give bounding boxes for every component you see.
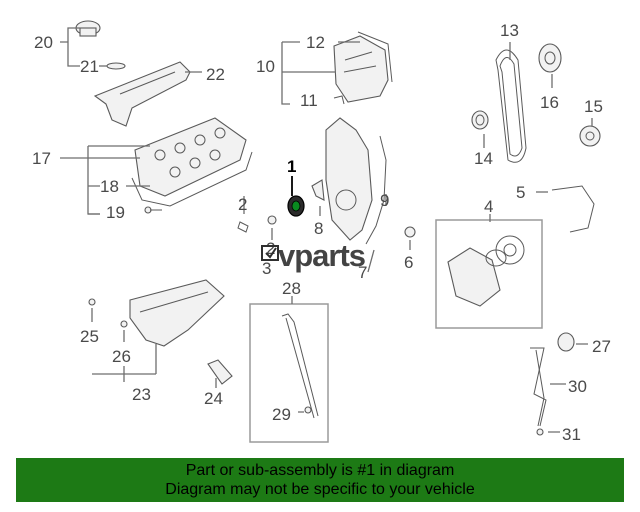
guide-bolt [536,428,544,436]
callout-15: 15 [584,97,603,116]
callout-16: 16 [540,93,559,112]
washer [267,215,277,225]
drain-plug [404,226,416,238]
oil-level-gauge-guide [530,347,547,427]
timing-belt [495,49,527,163]
callout-7: 7 [358,263,367,282]
watermark-text: vparts [278,238,365,273]
cover-bolt [333,95,345,105]
baffle-plate [207,359,233,385]
callout-17: 17 [32,149,51,168]
oil-filler-cap [75,20,101,37]
head-cover-bolt [144,206,162,214]
cover-gasket [357,31,393,83]
crankshaft-sprocket [287,195,305,217]
callout-30: 30 [568,377,587,396]
camshaft-sprocket [538,43,562,73]
timing-cover-lower [325,117,373,241]
callout-31: 31 [562,425,581,444]
callout-13: 13 [500,21,519,40]
timing-cover-gasket [365,135,387,245]
dipstick-box [249,303,329,443]
tensioner-pulley [579,125,601,147]
callout-9: 9 [380,191,389,210]
callout-20: 20 [34,33,53,52]
seal-ring [557,332,575,352]
banner-line-2: Diagram may not be specific to your vehi… [165,481,475,498]
bracket-seal [311,179,325,201]
callout-11: 11 [300,91,318,110]
bolt [237,221,249,233]
head-cover-gasket [131,151,253,207]
drain-plug-bolt [88,298,96,306]
o-ring [304,406,312,414]
callout-10: 10 [256,57,275,76]
callout-6: 6 [404,253,413,272]
callout-21: 21 [80,57,99,76]
oil-level-gauge [281,313,319,419]
cylinder-head-cover [134,117,247,197]
drain-washer [120,320,128,328]
callout-12: 12 [306,33,325,52]
oil-pan [129,279,225,347]
callout-22: 22 [206,65,225,84]
callout-24: 24 [204,389,223,408]
callout-26: 26 [112,347,131,366]
callout-18: 18 [100,177,119,196]
banner-line-1: Part or sub-assembly is #1 in diagram [185,462,455,479]
callout-19: 19 [106,203,125,222]
callout-5: 5 [516,183,525,202]
callout-2b: 2 [266,239,275,258]
callout-29: 29 [272,405,291,424]
oil-pump [447,235,525,307]
callout-23: 23 [132,385,151,404]
callout-27: 27 [592,337,611,356]
valve-cover-trim [93,61,191,127]
callout-3: 3 [262,259,271,278]
idler-pulley [471,110,489,130]
timing-belt-cover-upper [333,35,389,103]
gasket [551,185,595,233]
callout-4: 4 [484,197,493,216]
watermark-logo: vparts [261,238,366,273]
callout-14: 14 [474,149,493,168]
callout-28: 28 [282,279,301,298]
oil-pump-box [435,219,543,329]
callout-8: 8 [314,219,323,238]
callout-1: 1 [287,157,296,176]
filler-cap-gasket [106,62,126,70]
parts-diagram: 1 2 2 3 4 5 6 7 8 9 10 11 12 13 14 15 16… [32,20,611,444]
info-banner: Part or sub-assembly is #1 in diagram Di… [16,458,624,502]
callout-25: 25 [80,327,99,346]
callout-2a: 2 [238,195,247,214]
